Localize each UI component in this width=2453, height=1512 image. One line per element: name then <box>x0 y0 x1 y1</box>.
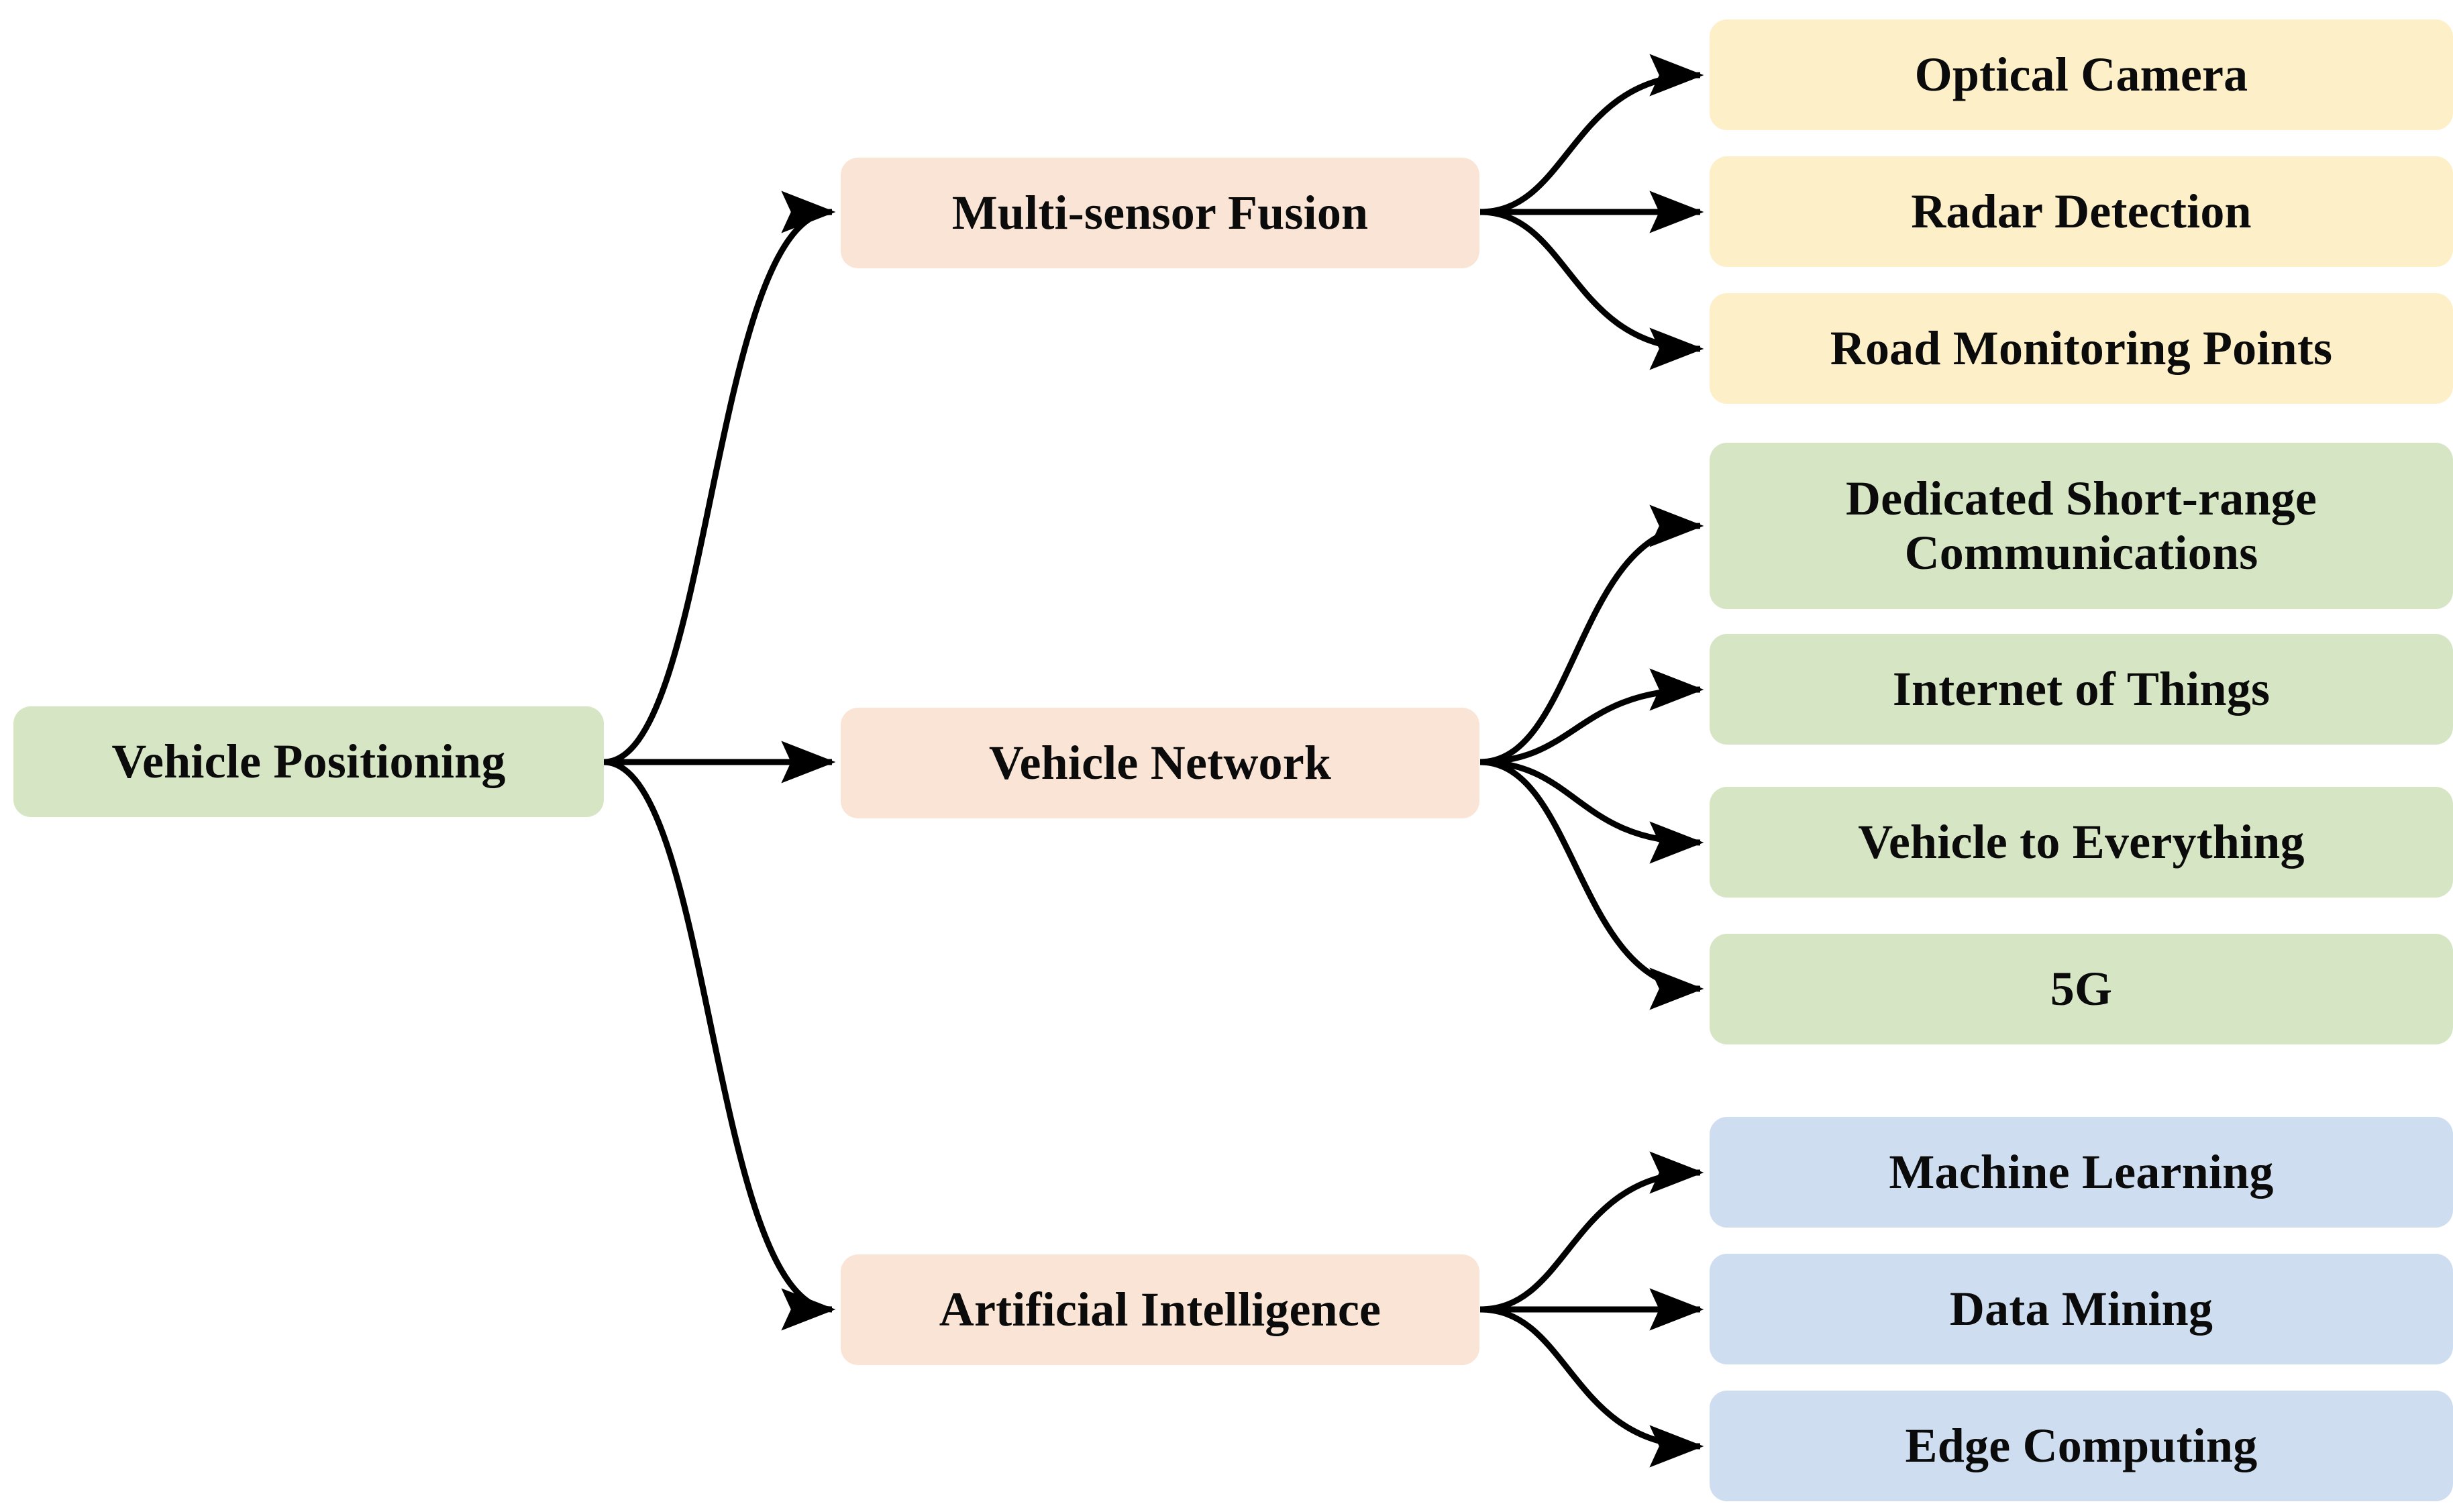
node-leaf-internet-of-things[interactable]: Internet of Things <box>1710 634 2453 745</box>
node-leaf-vehicle-to-everything[interactable]: Vehicle to Everything <box>1710 787 2453 898</box>
node-leaf-five-g[interactable]: 5G <box>1710 934 2453 1044</box>
node-branch-multi-sensor-fusion[interactable]: Multi-sensor Fusion <box>841 158 1479 268</box>
edge-to-internet-of-things <box>1479 668 1704 765</box>
edge-to-five-g <box>1479 759 1704 1010</box>
node-leaf-edge-computing[interactable]: Edge Computing <box>1710 1391 2453 1501</box>
node-leaf-radar-detection[interactable]: Radar Detection <box>1710 156 2453 267</box>
edge-to-vehicle-to-everything <box>1479 759 1704 864</box>
edge-to-edge-computing <box>1479 1306 1704 1468</box>
edges-multi-sensor-fusion-to-leaves <box>1479 54 1704 370</box>
node-root-vehicle-positioning[interactable]: Vehicle Positioning <box>13 706 604 817</box>
edges-artificial-intelligence-to-leaves <box>1479 1151 1704 1468</box>
edge-to-optical-camera <box>1479 54 1704 215</box>
node-leaf-dsrc[interactable]: Dedicated Short-range Communications <box>1710 443 2453 609</box>
edges-vehicle-network-to-leaves <box>1479 504 1704 1010</box>
edge-to-dsrc <box>1479 504 1704 765</box>
edge-root-to-multi-sensor-fusion <box>603 191 836 765</box>
node-branch-artificial-intelligence[interactable]: Artificial Intelligence <box>841 1254 1479 1365</box>
edge-to-machine-learning <box>1479 1151 1704 1313</box>
node-leaf-road-monitoring-points[interactable]: Road Monitoring Points <box>1710 293 2453 404</box>
node-leaf-optical-camera[interactable]: Optical Camera <box>1710 19 2453 130</box>
edge-root-to-artificial-intelligence <box>603 759 836 1331</box>
node-leaf-machine-learning[interactable]: Machine Learning <box>1710 1117 2453 1228</box>
node-leaf-data-mining[interactable]: Data Mining <box>1710 1254 2453 1364</box>
node-branch-vehicle-network[interactable]: Vehicle Network <box>841 708 1479 818</box>
edges-root-to-branches <box>603 191 836 1331</box>
edge-to-road-monitoring-points <box>1479 209 1704 370</box>
